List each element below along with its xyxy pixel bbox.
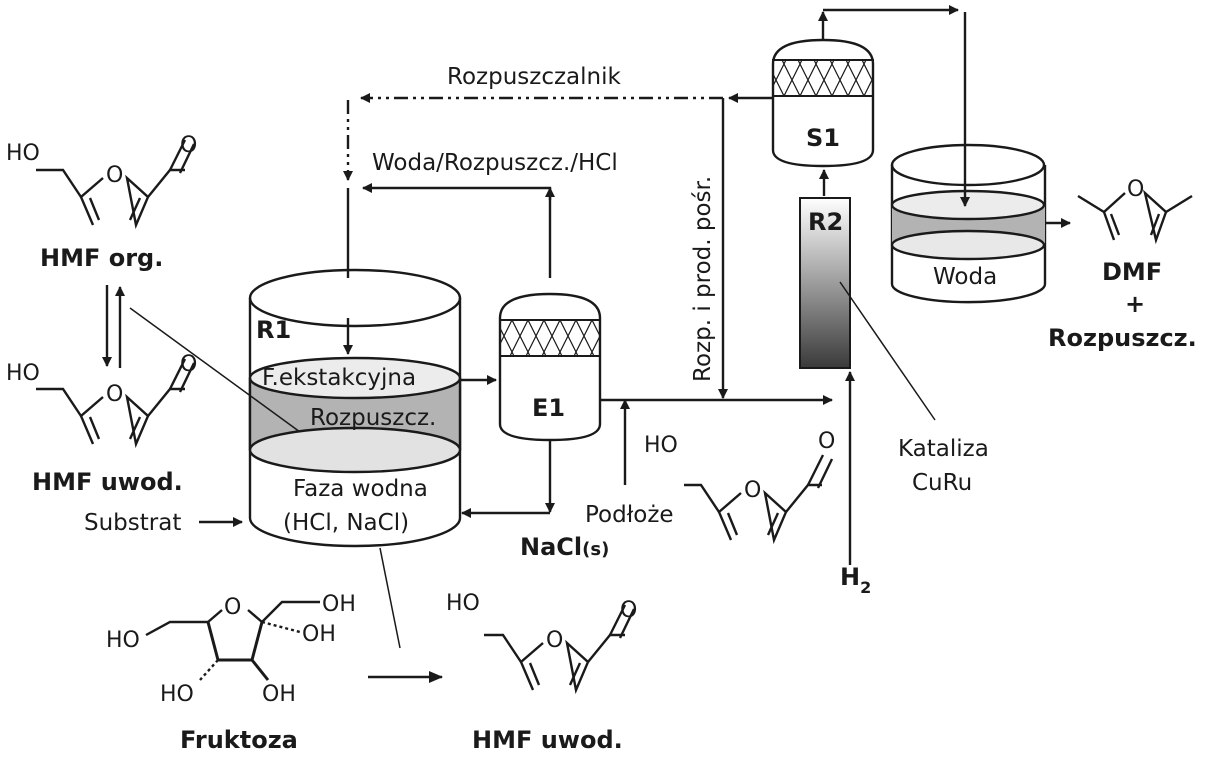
- fruktoza-ho-left: HO: [106, 628, 140, 653]
- hmf-uwod-left-structure: [36, 358, 196, 449]
- fruktoza-oh-right: OH: [302, 622, 336, 647]
- dmf-label: DMF: [1102, 258, 1162, 286]
- flow-lines: [102, 5, 1071, 683]
- hmf-uwod-left-label: HMF uwod.: [32, 468, 183, 496]
- product-tank: [890, 143, 1047, 304]
- hmf-org-structure: [36, 139, 196, 230]
- fruktoza-oh-top: OH: [322, 592, 356, 617]
- hmf-uwod-bottom-label: HMF uwod.: [472, 726, 623, 754]
- faza-wodna-label: Faza wodna: [293, 476, 428, 502]
- substrat-label: Substrat: [84, 510, 181, 536]
- r2-label: R2: [808, 208, 843, 236]
- reactor-r2: [799, 197, 936, 421]
- dmf-structure: [1077, 189, 1193, 245]
- dmf-rozpuszcz-label: Rozpuszcz.: [1048, 324, 1197, 352]
- fruktoza-oh-bottom: OH: [262, 682, 296, 707]
- hmf-feed-ho: HO: [644, 433, 678, 458]
- hmf-org-o-ring: O: [106, 163, 123, 188]
- hmf-org-label: HMF org.: [40, 244, 163, 272]
- hmf-uwod-left-o-ring: O: [106, 382, 123, 407]
- f-ekstakcyjna-label: F.ekstakcyjna: [262, 365, 416, 391]
- reactor-r1: [129, 268, 462, 649]
- fruktoza-o-ring: O: [224, 595, 241, 620]
- hmf-uwod-bottom-ho: HO: [446, 591, 480, 616]
- nacl-label: NaCl(s): [520, 533, 609, 561]
- hmf-feed-o-ring: O: [744, 478, 761, 503]
- hmf-uwod-left-ho: HO: [6, 361, 40, 386]
- rozp-prod-label: Rozp. i prod. pośr.: [690, 176, 716, 382]
- hmf-uwod-left-o-ald: O: [180, 352, 197, 377]
- r1-label: R1: [256, 316, 291, 344]
- s1-label: S1: [806, 124, 840, 152]
- podloze-label: Podłoże: [585, 502, 674, 528]
- hmf-uwod-bottom-structure: [484, 604, 636, 695]
- hcl-nacl-label: (HCl, NaCl): [283, 510, 409, 536]
- separator-s1: [771, 38, 875, 168]
- dmf-o-ring: O: [1127, 177, 1144, 202]
- hmf-feed-structure: [684, 454, 834, 545]
- rozpuszczalnik-label: Rozpuszczalnik: [447, 64, 621, 90]
- fruktoza-ho-bottom: HO: [160, 682, 194, 707]
- woda-label: Woda: [933, 264, 997, 290]
- extractor-e1: [498, 292, 602, 442]
- hmf-uwod-bottom-o-ring: O: [546, 628, 563, 653]
- hmf-org-ho: HO: [6, 141, 40, 166]
- fruktoza-structure: [145, 600, 320, 681]
- hmf-uwod-bottom-o-ald: O: [620, 598, 637, 623]
- e1-label: E1: [532, 394, 565, 422]
- rozpuszcz-layer-label: Rozpuszcz.: [310, 405, 436, 431]
- hmf-feed-o-ald: O: [818, 429, 835, 454]
- hmf-org-o-ald: O: [180, 133, 197, 158]
- woda-rozp-hcl-label: Woda/Rozpuszcz./HCl: [372, 150, 618, 176]
- dmf-plus: +: [1125, 290, 1145, 318]
- curu-label: CuRu: [912, 470, 972, 496]
- kataliza-label: Kataliza: [898, 436, 989, 462]
- h2-label: H2: [840, 563, 871, 597]
- fruktoza-label: Fruktoza: [180, 726, 298, 754]
